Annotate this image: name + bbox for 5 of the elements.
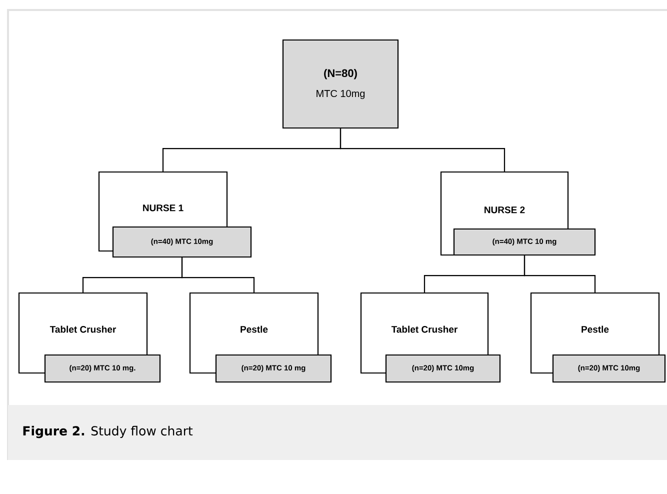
total-box: (N=80) MTC 10mg bbox=[282, 39, 399, 129]
connector-line bbox=[340, 128, 506, 172]
connector-line bbox=[181, 258, 255, 292]
connector-line bbox=[524, 256, 596, 292]
figure-caption: Figure 2. Study flow chart bbox=[23, 426, 193, 438]
